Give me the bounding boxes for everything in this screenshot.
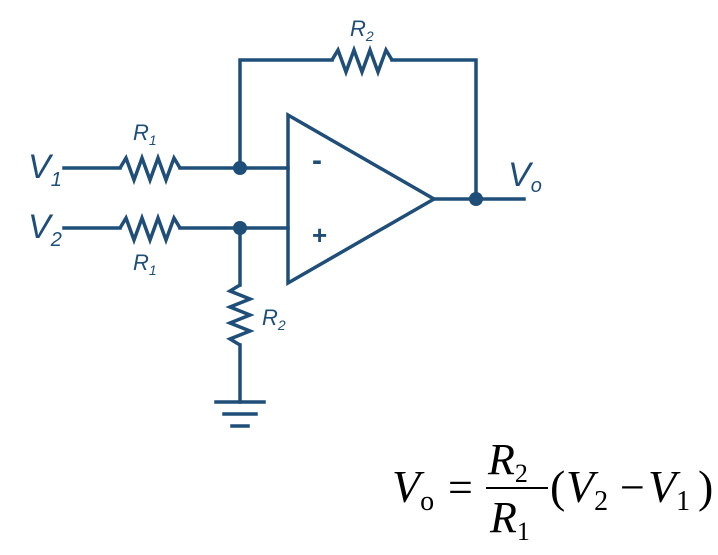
opamp-triangle bbox=[286, 111, 438, 287]
noninverting-input-sign: + bbox=[312, 220, 327, 250]
equation-open-paren: ( bbox=[550, 461, 565, 512]
junction-node-inverting bbox=[233, 161, 247, 175]
output-equation: Vo = R2 R1 ( V2 − V1 ) bbox=[392, 435, 713, 546]
label-r1-bottom: R1 bbox=[133, 250, 157, 278]
label-v1: V1 bbox=[28, 148, 62, 191]
equation-term-v1: V1 bbox=[648, 461, 690, 517]
equation-term-v2: V2 bbox=[566, 461, 608, 517]
equation-close-paren: ) bbox=[698, 461, 713, 512]
equation-denominator: R1 bbox=[489, 493, 530, 546]
label-r2-feedback: R2 bbox=[350, 16, 374, 44]
feedback-wire-right bbox=[390, 58, 478, 200]
label-vo: Vo bbox=[508, 156, 542, 197]
equation-lhs: Vo bbox=[392, 461, 434, 517]
junction-node-noninverting bbox=[233, 221, 247, 235]
inverting-input-sign: - bbox=[312, 144, 322, 177]
feedback-resistor-r2 bbox=[330, 44, 394, 78]
feedback-wire-left bbox=[238, 58, 334, 168]
ground-icon bbox=[214, 400, 266, 428]
label-v2: V2 bbox=[28, 208, 62, 251]
equation-equals: = bbox=[448, 463, 473, 512]
equation-minus: − bbox=[620, 463, 645, 512]
input-resistor-r1-bottom bbox=[118, 212, 182, 246]
input-resistor-r1-top bbox=[118, 152, 182, 186]
label-r1-top: R1 bbox=[133, 120, 157, 148]
equation-numerator: R2 bbox=[487, 435, 528, 488]
ground-resistor-r2 bbox=[225, 283, 255, 347]
junction-node-output bbox=[469, 192, 483, 206]
label-r2-ground: R2 bbox=[262, 305, 286, 333]
